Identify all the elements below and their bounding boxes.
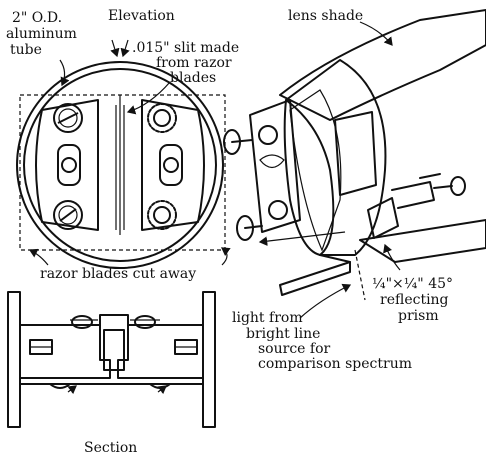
lens-shade [279, 9, 486, 121]
label-prism-3: prism [398, 308, 439, 324]
screw-icon [433, 176, 466, 196]
label-slit-1: .015" slit made [132, 40, 239, 56]
perspective-view [223, 9, 486, 301]
label-prism-1: ¼"×¼" 45° [372, 276, 453, 292]
screw-icon [147, 200, 177, 230]
label-aluminum: aluminum [6, 26, 77, 42]
light-path [354, 249, 366, 301]
label-slit-2: from razor [156, 55, 232, 71]
label-slit-3: blades [170, 70, 216, 86]
aluminum-tube-outer [16, 61, 224, 269]
elevation-view [16, 61, 226, 269]
slit-housing-cylinder [285, 59, 387, 256]
section-view [7, 291, 216, 428]
label-light-3: source for [258, 341, 331, 357]
label-od: 2" O.D. [12, 10, 62, 26]
razor-blade-outline [19, 94, 226, 251]
label-light-1: light from [232, 310, 303, 326]
label-light-2: bright line [246, 326, 320, 342]
label-elevation: Elevation [108, 8, 175, 24]
right-razor-blade [141, 99, 205, 231]
label-section: Section [84, 440, 137, 456]
screw-icon [223, 129, 253, 155]
reflecting-prism [367, 197, 399, 239]
screw-icon [53, 103, 83, 133]
label-cut-away: razor blades cut away [40, 266, 196, 282]
aluminum-tube-inner [23, 68, 217, 262]
section-left-block [19, 324, 111, 379]
label-light-4: comparison spectrum [258, 356, 412, 372]
screw-icon [53, 200, 83, 230]
section-right-block [117, 324, 204, 379]
screw-icon [147, 103, 177, 133]
label-lens-shade: lens shade [288, 8, 363, 24]
screw-icon [236, 215, 263, 241]
left-razor-blade [35, 99, 99, 231]
label-tube: tube [10, 42, 42, 58]
label-prism-2: reflecting [380, 292, 449, 308]
